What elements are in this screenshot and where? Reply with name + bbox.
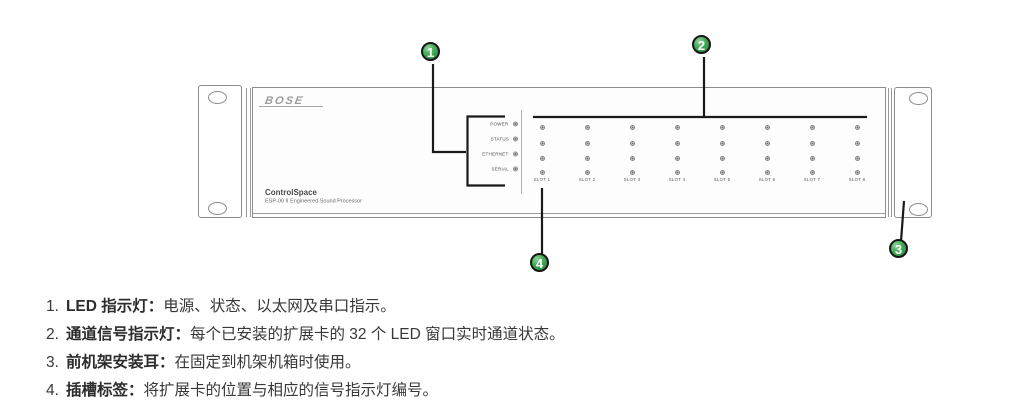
channel-led-icon xyxy=(629,156,635,161)
rack-screw-hole xyxy=(208,91,227,104)
callout-badge-3: 3 xyxy=(889,239,908,258)
product-name: ControlSpace xyxy=(265,188,318,197)
indicator-row: STATUS xyxy=(462,133,518,145)
slot-column: SLOT 2 xyxy=(565,119,610,185)
channel-led-icon xyxy=(584,140,590,146)
callout-badge-1: 1 xyxy=(421,42,440,61)
channel-led-icon xyxy=(539,125,545,130)
slot-column: SLOT 3 xyxy=(610,119,655,185)
legend-description: 在固定到机架机箱时使用。 xyxy=(174,354,361,371)
channel-led-icon xyxy=(854,140,860,146)
front-panel xyxy=(252,87,886,218)
legend-item: 2. 通道信号指示灯：每个已安装的扩展卡的 32 个 LED 窗口实时通道状态。 xyxy=(46,321,565,349)
legend-item: 4. 插槽标签：将扩展卡的位置与相应的信号指示灯编号。 xyxy=(46,377,565,405)
right-rack-ear xyxy=(894,87,932,218)
channel-led-icon xyxy=(539,156,545,161)
rack-screw-hole xyxy=(909,92,928,105)
callout-badge-2: 2 xyxy=(692,35,711,54)
channel-led-icon xyxy=(719,140,725,146)
chassis-fold-line xyxy=(887,88,889,217)
indicator-led-icon xyxy=(513,136,518,142)
channel-led-icon xyxy=(674,156,680,161)
legend-item: 1. LED 指示灯：电源、状态、以太网及串口指示。 xyxy=(46,293,565,321)
front-panel-bottom-edge xyxy=(253,212,885,214)
indicator-label: STATUS xyxy=(490,136,509,142)
indicator-label: POWER xyxy=(490,121,509,127)
legend-term: 通道信号指示灯： xyxy=(65,326,190,343)
indicator-row: POWER xyxy=(462,118,518,130)
indicator-label: SERIAL xyxy=(491,166,509,172)
channel-led-icon xyxy=(674,170,680,175)
indicator-row: ETHERNET xyxy=(462,148,518,160)
callout-badge-4: 4 xyxy=(530,253,549,272)
channel-led-icon xyxy=(719,156,725,161)
indicator-led-icon xyxy=(513,166,518,172)
channel-led-icon xyxy=(854,156,860,161)
indicator-label: ETHERNET xyxy=(482,151,509,157)
bose-logo-underline xyxy=(259,106,323,108)
slot-label: SLOT 1 xyxy=(533,176,551,182)
product-subtitle: ESP-00 II Engineered Sound Processor xyxy=(265,198,362,205)
legend-term: 插槽标签： xyxy=(65,382,144,399)
slot-column: SLOT 4 xyxy=(655,119,700,185)
indicator-led-icon xyxy=(513,121,518,127)
channel-led-icon xyxy=(719,125,725,130)
channel-led-icon xyxy=(764,140,770,146)
status-indicator-block: POWER STATUS ETHERNET SERIAL xyxy=(462,118,518,175)
channel-led-icon xyxy=(584,170,590,175)
legend-description: 将扩展卡的位置与相应的信号指示灯编号。 xyxy=(143,382,438,399)
legend-description: 电源、状态、以太网及串口指示。 xyxy=(163,298,396,315)
slot-label: SLOT 8 xyxy=(848,176,866,182)
slot-column: SLOT 6 xyxy=(745,119,790,185)
legend-item: 3. 前机架安装耳：在固定到机架机箱时使用。 xyxy=(46,349,565,377)
slot-label: SLOT 7 xyxy=(803,176,821,182)
chassis-fold-line xyxy=(891,88,892,217)
channel-led-icon xyxy=(764,125,770,130)
slot-column: SLOT 8 xyxy=(835,119,880,185)
rack-screw-hole xyxy=(208,202,227,215)
slot-label: SLOT 2 xyxy=(578,176,596,182)
legend-description: 每个已安装的扩展卡的 32 个 LED 窗口实时通道状态。 xyxy=(189,326,565,343)
slot-column: SLOT 7 xyxy=(790,119,835,185)
channel-led-icon xyxy=(674,140,680,146)
left-rack-ear xyxy=(198,85,242,218)
channel-led-icon xyxy=(764,170,770,175)
channel-led-icon xyxy=(809,125,815,130)
legend-term: LED 指示灯： xyxy=(65,298,164,315)
slot-label: SLOT 5 xyxy=(713,176,731,182)
slot-column: SLOT 5 xyxy=(700,119,745,185)
channel-led-icon xyxy=(809,140,815,146)
chassis-fold-line xyxy=(246,88,247,217)
channel-led-icon xyxy=(539,140,545,146)
legend-list: 1. LED 指示灯：电源、状态、以太网及串口指示。 2. 通道信号指示灯：每个已安… xyxy=(46,293,565,405)
indicator-row: SERIAL xyxy=(462,163,518,175)
slot-label: SLOT 3 xyxy=(623,176,641,182)
channel-led-icon xyxy=(809,156,815,161)
channel-led-icon xyxy=(719,170,725,175)
slot-label: SLOT 4 xyxy=(668,176,686,182)
legend-term: 前机架安装耳： xyxy=(65,354,175,371)
chassis-fold-line xyxy=(249,88,251,217)
slot-column: SLOT 1 xyxy=(520,119,565,185)
channel-led-icon xyxy=(809,170,815,175)
channel-led-icon xyxy=(854,125,860,130)
channel-led-icon xyxy=(629,140,635,146)
indicator-led-icon xyxy=(513,151,518,157)
channel-led-icon xyxy=(584,156,590,161)
rack-screw-hole xyxy=(909,203,928,216)
legend-number: 2. xyxy=(46,326,59,343)
channel-led-icon xyxy=(764,156,770,161)
channel-led-icon xyxy=(674,125,680,130)
slot-label: SLOT 6 xyxy=(758,176,776,182)
channel-led-icon xyxy=(854,170,860,175)
channel-led-icon xyxy=(629,125,635,130)
panel-divider-line xyxy=(521,110,522,194)
legend-number: 4. xyxy=(46,382,59,399)
channel-led-icon xyxy=(584,125,590,130)
legend-number: 3. xyxy=(46,354,59,371)
channel-led-icon xyxy=(539,170,545,175)
channel-led-icon xyxy=(629,170,635,175)
legend-number: 1. xyxy=(46,298,59,315)
